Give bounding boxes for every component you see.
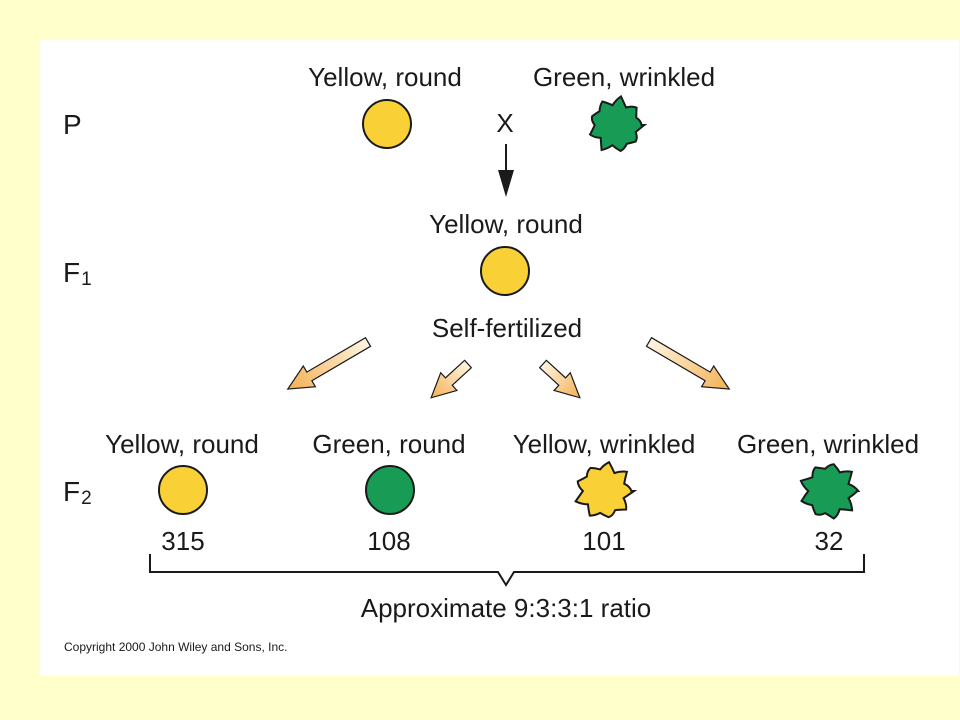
wrinkled-pea-icon bbox=[588, 94, 648, 153]
gradient-arrow-icon bbox=[286, 336, 372, 390]
bracket-icon bbox=[149, 554, 865, 587]
f2-count: 32 bbox=[814, 526, 844, 556]
f2-phenotype-label: Green, round bbox=[312, 429, 466, 459]
diagram-art bbox=[149, 94, 865, 587]
generation-label-p: P bbox=[63, 109, 82, 140]
ratio-label: Approximate 9:3:3:1 ratio bbox=[360, 593, 652, 623]
diagram-panel: P F1 F2 Yellow, round Green, wrinkled X … bbox=[40, 40, 959, 676]
parent-left-label: Yellow, round bbox=[308, 62, 462, 92]
self-fertilized-label: Self-fertilized bbox=[431, 313, 583, 343]
round-pea-icon bbox=[362, 99, 412, 149]
f2-phenotype-label: Yellow, round bbox=[105, 429, 259, 459]
generation-label-f2: F2 bbox=[63, 476, 92, 509]
generation-label-f1: F1 bbox=[63, 257, 92, 290]
wrinkled-pea-icon bbox=[574, 460, 638, 519]
parent-right-label: Green, wrinkled bbox=[532, 62, 716, 92]
gradient-arrow-icon bbox=[645, 336, 731, 390]
round-pea-icon bbox=[365, 465, 415, 515]
f2-count: 101 bbox=[582, 526, 626, 556]
f2-phenotype-label: Yellow, wrinkled bbox=[512, 429, 696, 459]
copyright-text: Copyright 2000 John Wiley and Sons, Inc. bbox=[64, 640, 288, 654]
round-pea-icon bbox=[480, 246, 530, 296]
f2-count: 108 bbox=[367, 526, 411, 556]
f2-count: 315 bbox=[161, 526, 205, 556]
cross-symbol: X bbox=[496, 108, 514, 138]
gradient-arrow-icon bbox=[538, 359, 581, 399]
f1-label: Yellow, round bbox=[429, 209, 583, 239]
down-arrow-icon bbox=[498, 144, 514, 197]
gradient-arrow-icon bbox=[430, 359, 473, 399]
f2-phenotype-label: Green, wrinkled bbox=[736, 429, 920, 459]
round-pea-icon bbox=[158, 465, 208, 515]
wrinkled-pea-icon bbox=[799, 463, 861, 520]
